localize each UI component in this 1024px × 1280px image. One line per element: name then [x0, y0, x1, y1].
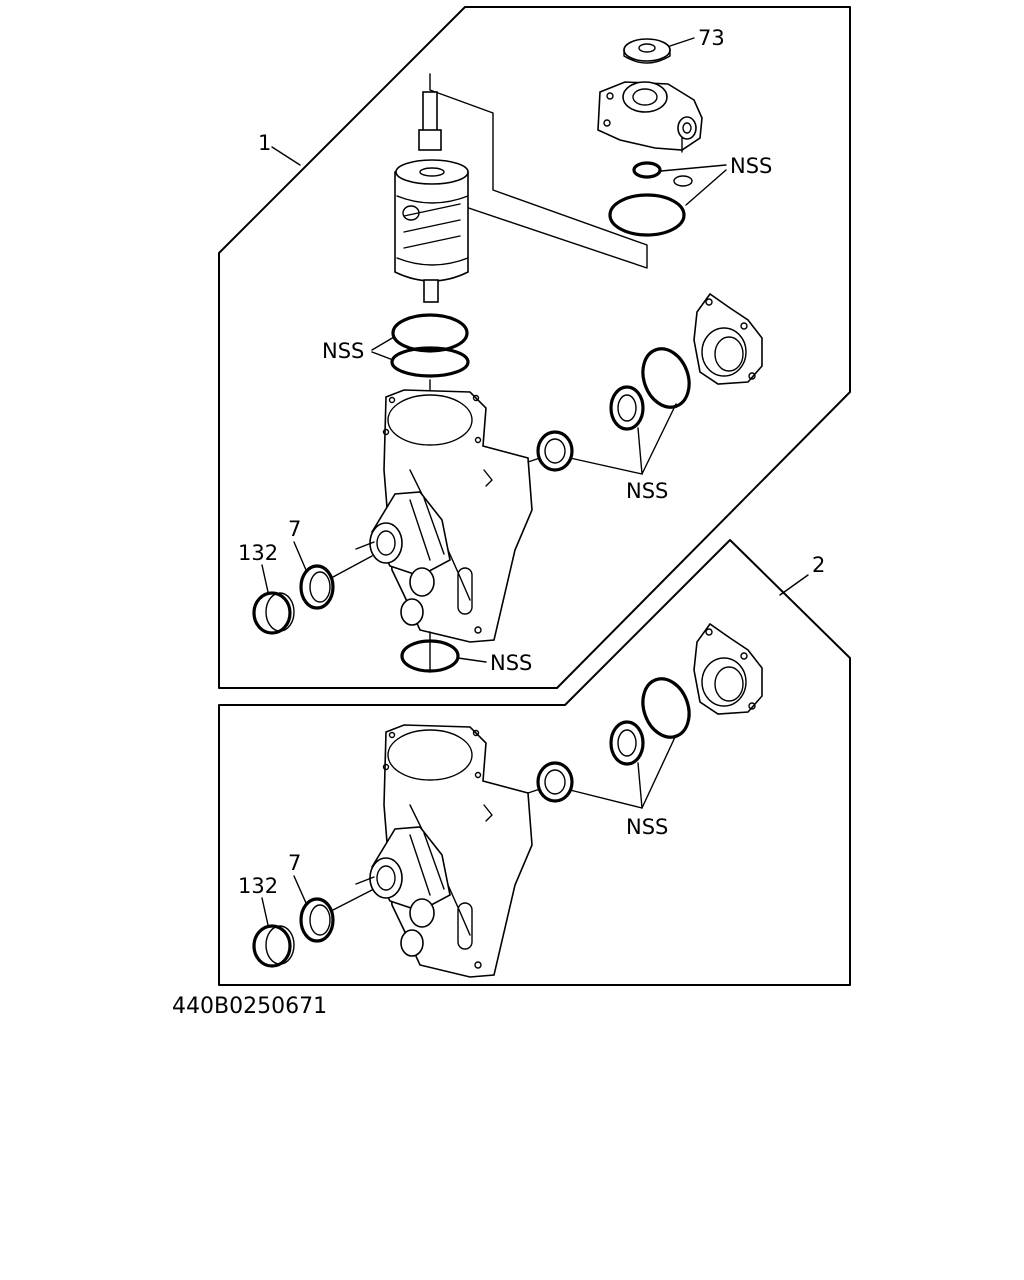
label-nss-bottom: NSS — [490, 651, 532, 675]
group1-outline — [218, 6, 851, 689]
seal-part-132-a — [252, 591, 295, 635]
label-nss-mid: NSS — [626, 479, 668, 503]
leader-7-a — [293, 541, 307, 571]
group2-outline — [218, 539, 851, 986]
axis-right-a — [527, 457, 541, 463]
leader-nss-top-b — [685, 169, 727, 206]
label-nss-top: NSS — [730, 154, 772, 178]
leader-nss-mid-c — [641, 403, 677, 475]
label-part-7-b: 7 — [288, 851, 301, 875]
figure-code: 440B0250671 — [172, 994, 327, 1019]
gear-housing-1 — [355, 389, 533, 643]
seal-right-2-b — [609, 720, 645, 766]
seal-top-1 — [391, 313, 469, 353]
seal-small-b — [673, 175, 693, 187]
label-part-7-a: 7 — [288, 517, 301, 541]
seal-part-132-b — [252, 924, 295, 968]
seal-part-7-a — [299, 564, 335, 610]
label-group2: 2 — [812, 553, 825, 577]
cap-part-73 — [623, 37, 695, 64]
leader-nss-lower-c — [641, 734, 677, 809]
axis-right-b — [527, 788, 541, 794]
leader-nss-mid-a — [569, 457, 643, 475]
oring-right-b — [641, 677, 691, 739]
leader-nss-left-a — [371, 336, 395, 351]
seal-right-1-a — [536, 430, 574, 472]
leader-nss-bottom — [457, 657, 487, 663]
leader-nss-lower-a — [569, 789, 643, 809]
seal-right-1-b-inner — [544, 769, 566, 795]
oring-right-a — [641, 347, 691, 409]
label-nss-lower: NSS — [626, 815, 668, 839]
valve-housing — [597, 81, 703, 153]
leader-nss-mid-b — [637, 427, 643, 475]
leader-132-b — [261, 897, 269, 926]
leader-nss-left-b — [371, 351, 394, 361]
seal-right-2-a — [609, 385, 645, 431]
seal-top-2 — [390, 346, 470, 378]
leader-7-a-axis — [332, 555, 373, 578]
worm-shaft-assembly — [394, 91, 469, 303]
label-part-73: 73 — [698, 26, 725, 50]
side-cover-b — [693, 622, 763, 715]
leader-group2 — [779, 574, 809, 596]
label-group1: 1 — [258, 131, 271, 155]
leader-group1 — [271, 146, 301, 166]
label-nss-left: NSS — [322, 339, 364, 363]
leader-132-a — [261, 564, 269, 593]
oring-housing — [608, 193, 686, 237]
gear-housing-2 — [355, 724, 533, 978]
seal-right-2-a-inner — [617, 394, 637, 422]
seal-right-1-b — [536, 761, 574, 803]
leader-7-b-axis — [332, 889, 373, 911]
leader-nss-top-a — [660, 164, 727, 172]
label-part-132-b: 132 — [238, 874, 278, 898]
leader-nss-lower-b — [637, 762, 643, 809]
seal-part-7-b — [299, 897, 335, 943]
leader-7-b — [293, 875, 307, 904]
label-part-132-a: 132 — [238, 541, 278, 565]
side-cover-a — [693, 292, 763, 385]
seal-small-a — [632, 161, 662, 179]
seal-right-2-b-inner — [617, 729, 637, 757]
seal-right-1-a-inner — [544, 438, 566, 464]
